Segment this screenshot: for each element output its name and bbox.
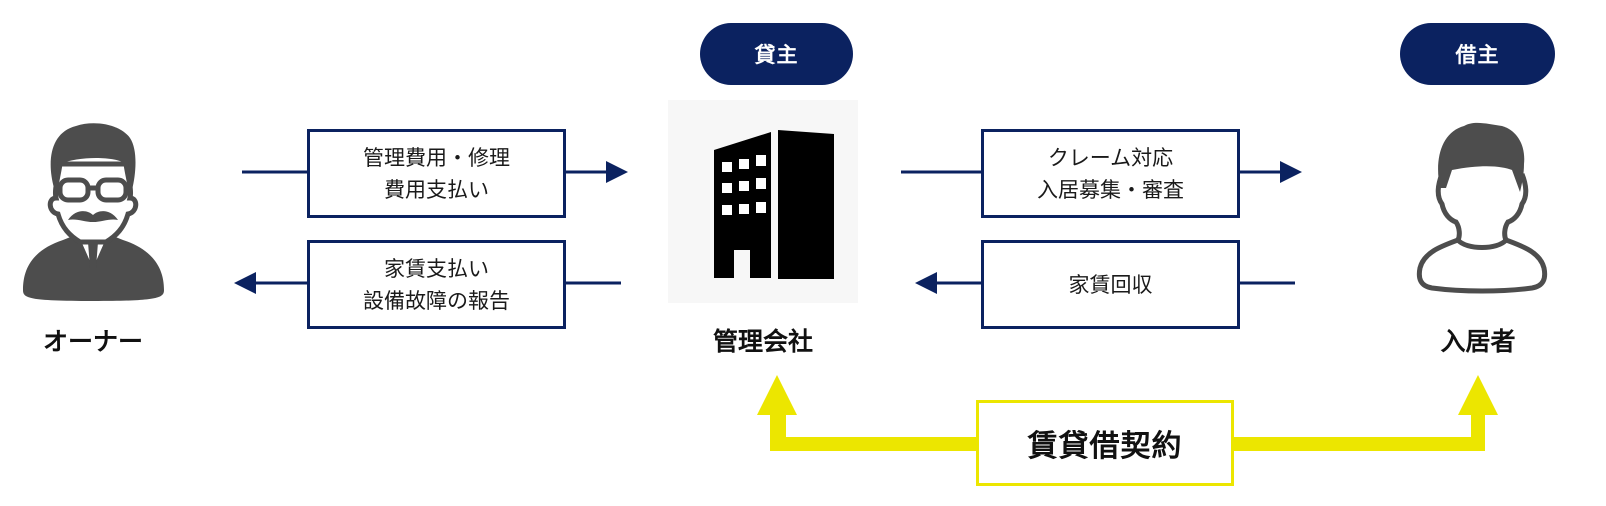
flow-box-management-to-owner: 家賃支払い 設備故障の報告 [307, 240, 566, 329]
owner-person-with-glasses-mustache-icon [23, 123, 164, 301]
owner-label: オーナー [42, 327, 143, 356]
flow-text-line: クレーム対応 [1047, 145, 1174, 170]
lessor-badge: 貸主 [700, 23, 853, 85]
contract-bar-right [1232, 437, 1485, 451]
arrow-right-icon [606, 161, 628, 183]
contract-shaft-right [1471, 413, 1485, 451]
flow-text-line: 費用支払い [384, 177, 489, 202]
lessee-badge: 借主 [1400, 23, 1555, 85]
office-building-icon [714, 130, 834, 279]
flow-box-owner-to-management: 管理費用・修理 費用支払い [307, 129, 566, 218]
flow-text-line: 家賃支払い [384, 256, 489, 281]
flow-text-line: 入居募集・審査 [1037, 177, 1184, 202]
contract-bar-left [770, 437, 978, 451]
contract-connector [757, 375, 1498, 451]
flow-box-management-to-resident: クレーム対応 入居募集・審査 [981, 129, 1240, 218]
flow-text-line: 設備故障の報告 [363, 288, 510, 313]
flow-box-resident-to-management: 家賃回収 [981, 240, 1240, 329]
lease-contract-box: 賃貸借契約 [976, 400, 1234, 486]
contract-shaft-left [770, 413, 786, 451]
arrow-left-icon [234, 272, 256, 294]
flow-text-line: 管理費用・修理 [363, 145, 510, 170]
management-company-label: 管理会社 [712, 327, 813, 356]
arrow-up-icon [757, 375, 797, 415]
arrow-up-icon [1458, 375, 1498, 415]
arrow-right-icon [1280, 161, 1302, 183]
flow-text-line: 家賃回収 [1068, 272, 1153, 297]
person-outline-icon [1416, 122, 1548, 294]
resident-label: 入居者 [1440, 327, 1516, 356]
arrow-left-icon [915, 272, 937, 294]
